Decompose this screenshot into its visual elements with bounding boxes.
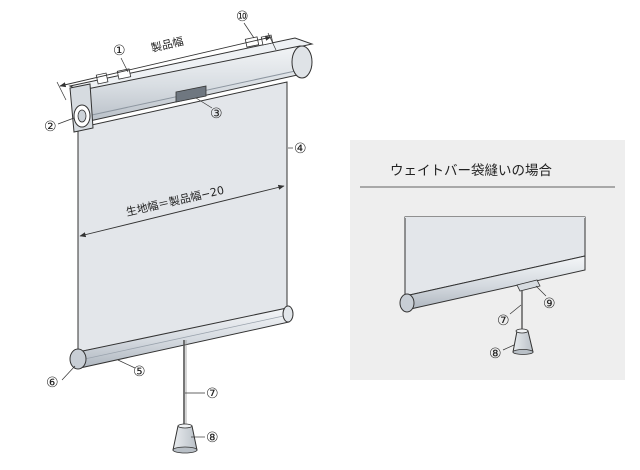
callout-5: ⑤ bbox=[133, 364, 146, 380]
callout-3: ③ bbox=[210, 106, 223, 122]
cord-weight bbox=[172, 423, 198, 454]
callout-6: ⑥ bbox=[46, 375, 59, 391]
callout-1: ① bbox=[113, 43, 126, 59]
label-plate bbox=[175, 85, 207, 103]
callout-leaders bbox=[57, 22, 293, 438]
fabric-panel bbox=[77, 81, 288, 353]
inset-callout-9: ⑨ bbox=[543, 296, 556, 312]
bottom-bar bbox=[69, 305, 294, 370]
main-figure: 製品幅 生地幅＝製品幅−20 ① ⑩ ② ③ ④ ⑤ ⑥ ⑦ ⑧ bbox=[44, 9, 314, 454]
product-width-label: 製品幅 bbox=[150, 34, 185, 55]
callout-4: ④ bbox=[294, 141, 307, 157]
inset-title: ウェイトバー袋縫いの場合 bbox=[390, 163, 552, 179]
callout-2: ② bbox=[44, 119, 57, 135]
callout-10: ⑩ bbox=[236, 9, 249, 25]
callout-8: ⑧ bbox=[206, 430, 219, 446]
inset-cord-weight bbox=[512, 328, 534, 355]
inset-callout-7: ⑦ bbox=[497, 313, 510, 329]
pull-cord bbox=[183, 340, 187, 426]
inset-panel: ウェイトバー袋縫いの場合 ⑨ ⑦ ⑧ bbox=[350, 140, 625, 380]
inset-callout-8: ⑧ bbox=[489, 346, 502, 362]
inset-cord-holder bbox=[516, 279, 541, 292]
callout-7: ⑦ bbox=[206, 386, 219, 402]
